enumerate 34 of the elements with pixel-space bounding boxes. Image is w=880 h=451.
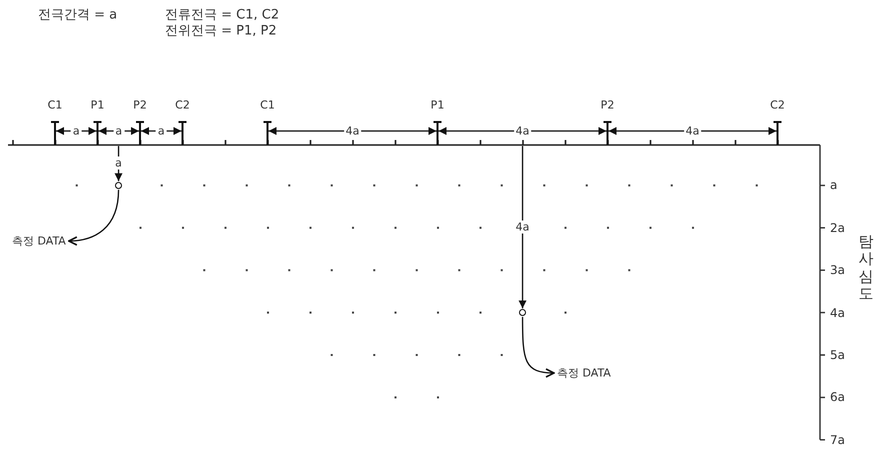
depth-tick-label: 5a — [830, 349, 845, 361]
axis-title: 탐사심도 — [858, 234, 874, 302]
spacing-label: a — [70, 126, 82, 136]
electrode-label: P1 — [90, 100, 104, 110]
spacing-label: 4a — [684, 126, 702, 136]
arrow — [522, 316, 555, 378]
depth-tick-label: 3a — [830, 264, 845, 276]
electrode-label: P2 — [133, 100, 147, 110]
depth-tick-label: a — [830, 179, 838, 192]
header-text: 전류전극 = C1, C2 — [165, 8, 280, 22]
arrow — [518, 146, 527, 308]
depth-tick-label: 7a — [830, 434, 845, 446]
electrode-label: P2 — [600, 100, 614, 110]
spacing-label: 4a — [344, 126, 362, 136]
spacing-label: a — [156, 126, 167, 136]
electrode-label: C1 — [260, 100, 275, 110]
depth-tick-label: 4a — [830, 306, 845, 319]
spacing-label: 4a — [514, 126, 532, 136]
depth-tick-label: 6a — [830, 391, 845, 404]
depth-tick-label: 2a — [830, 222, 845, 234]
measurement-point — [115, 182, 122, 189]
header-text: 전위전극 = P1, P2 — [165, 24, 277, 38]
arrow — [68, 190, 120, 246]
electrode-label: C2 — [770, 100, 785, 110]
data-label: 측정 DATA — [557, 368, 611, 378]
electrode-label: C1 — [48, 100, 62, 110]
edge-label: 4a — [516, 220, 530, 234]
measurement-point — [519, 308, 526, 316]
spacing-label: a — [113, 126, 124, 136]
electrode-label: P1 — [430, 100, 444, 110]
data-label: 측정 DATA — [12, 236, 66, 246]
electrode-label: C2 — [175, 100, 190, 110]
header-text: 전극간격 = a — [38, 8, 118, 22]
edge-label: a — [115, 156, 122, 170]
